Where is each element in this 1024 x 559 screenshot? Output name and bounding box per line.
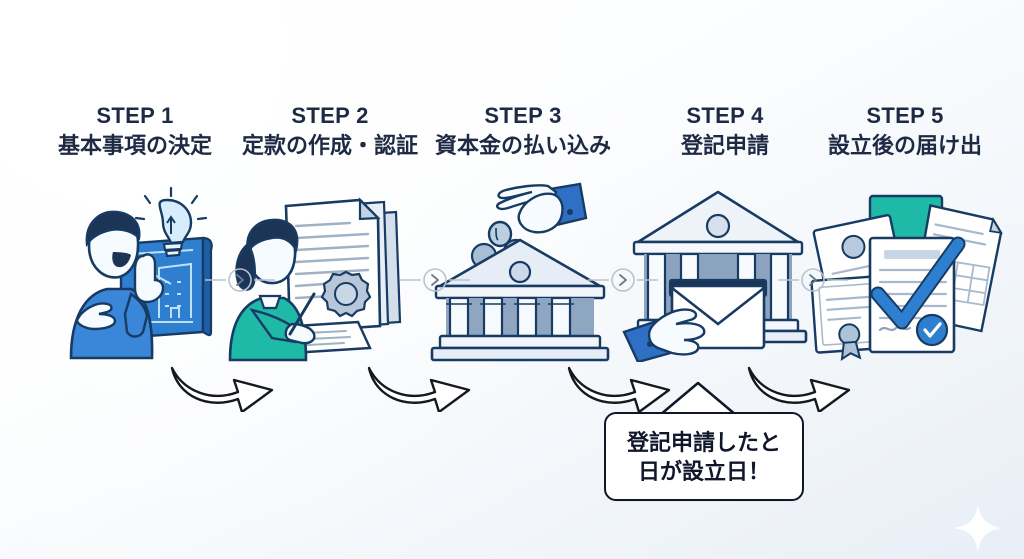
hand-depositing-coin-bank-illustration [420, 182, 620, 362]
curved-arrow-icon [567, 366, 671, 414]
step-3-heading: STEP 3 資本金の払い込み [423, 104, 623, 158]
step-5-heading: STEP 5 設立後の届け出 [805, 104, 1005, 158]
step-2-heading: STEP 2 定款の作成・認証 [230, 104, 430, 158]
step-2-title: 定款の作成・認証 [241, 133, 418, 159]
step-4-heading: STEP 4 登記申請 [625, 104, 825, 158]
hand-submitting-envelope-government-building-illustration [618, 182, 818, 362]
step-2-kicker: STEP 2 [291, 103, 369, 128]
connector-step-1-to-2 [205, 268, 275, 292]
step-4-kicker: STEP 4 [686, 103, 764, 128]
callout-line-1: 登記申請したと [626, 430, 781, 455]
curved-arrow-icon [747, 366, 851, 414]
flow-arrow-1 [168, 352, 280, 417]
connector-step-2-to-3 [400, 268, 470, 292]
chevron-right-icon [431, 274, 439, 286]
step-3-title: 資本金の払い込み [434, 133, 611, 159]
person-writing-sealed-document-illustration [228, 182, 428, 362]
connector-step-4-to-5 [778, 268, 848, 292]
step-3-kicker: STEP 3 [484, 103, 562, 128]
person-idea-blueprint-illustration [35, 182, 235, 362]
chevron-right-icon [619, 274, 627, 286]
step-4-title: 登記申請 [680, 133, 769, 159]
step-1-heading: STEP 1 基本事項の決定 [35, 104, 235, 158]
step-5-title: 設立後の届け出 [827, 133, 982, 159]
step-1-title: 基本事項の決定 [57, 133, 212, 159]
step-1-kicker: STEP 1 [96, 103, 174, 128]
flow-arrow-3 [565, 352, 677, 417]
curved-arrow-icon [170, 366, 274, 414]
connector-step-3-to-4 [588, 268, 658, 292]
callout-speech-bubble: 登記申請したと 日が設立日！ [604, 381, 804, 501]
step-5-kicker: STEP 5 [866, 103, 944, 128]
documents-stack-checkmark-illustration [808, 182, 1008, 362]
flow-arrow-2 [365, 352, 477, 417]
callout-line-2: 日が設立日！ [637, 459, 770, 485]
flow-arrow-4 [745, 352, 857, 417]
callout-box: 登記申請したと 日が設立日！ [604, 412, 804, 501]
chevron-right-icon [236, 274, 244, 286]
curved-arrow-icon [367, 366, 471, 414]
chevron-right-icon [809, 274, 817, 286]
